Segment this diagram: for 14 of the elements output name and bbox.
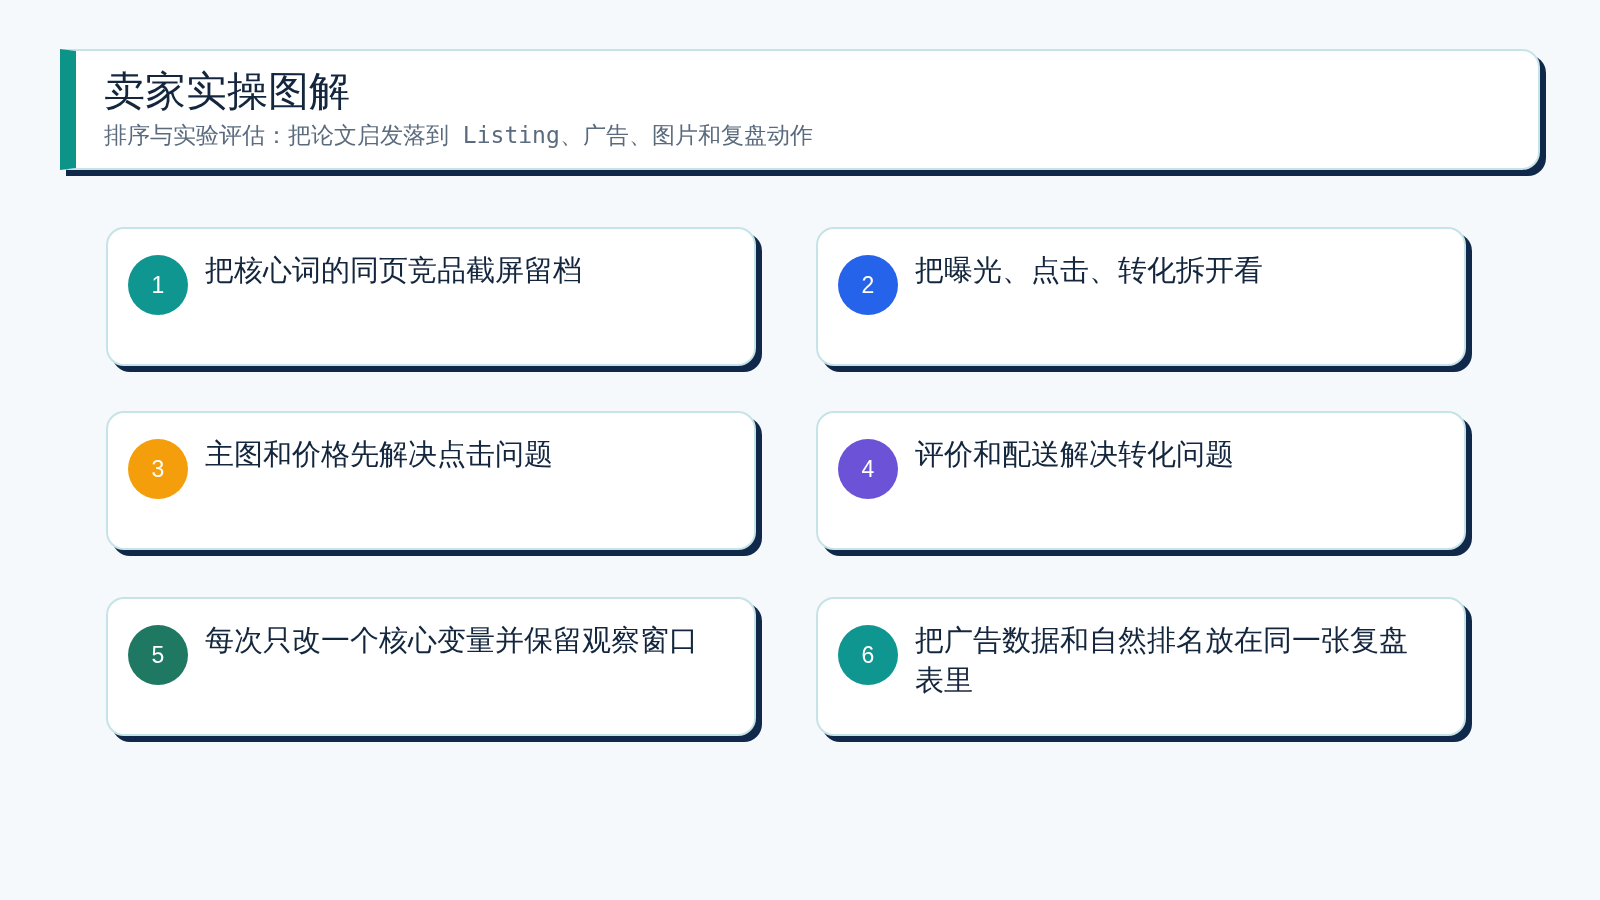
- step-number: 4: [838, 439, 898, 499]
- subtitle-text: 排序与实验评估：把论文启发落到 Listing、广告、图片和复盘动作: [104, 121, 813, 149]
- title-text: 卖家实操图解: [104, 67, 350, 115]
- step-number: 2: [838, 255, 898, 315]
- step-text: 主图和价格先解决点击问题: [205, 437, 554, 472]
- step-text: 评价和配送解决转化问题: [915, 437, 1235, 472]
- step-text: 每次只改一个核心变量并保留观察窗口: [205, 623, 699, 658]
- step-number: 6: [838, 625, 898, 685]
- step-text: 把曝光、点击、转化拆开看: [915, 253, 1264, 288]
- step-number: 5: [128, 625, 188, 685]
- step-number: 3: [128, 439, 188, 499]
- step-number: 1: [128, 255, 188, 315]
- step-text: 把广告数据和自然排名放在同一张复盘表里: [915, 623, 1409, 698]
- step-text: 把核心词的同页竞品截屏留档: [205, 253, 583, 288]
